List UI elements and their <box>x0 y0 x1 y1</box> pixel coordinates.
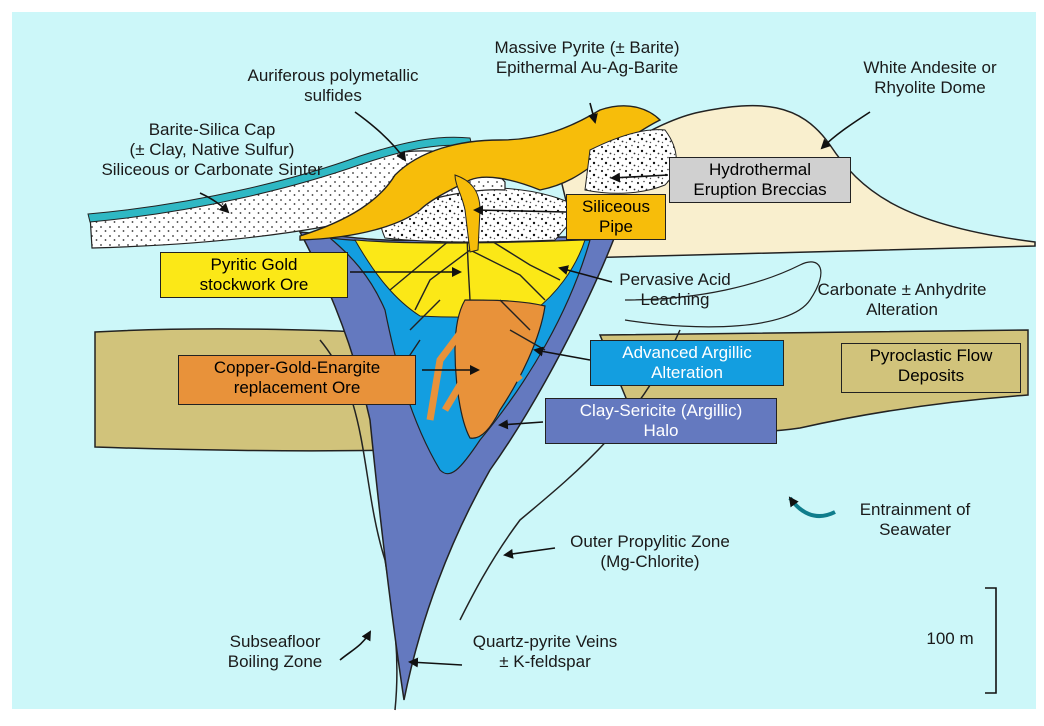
label-quartz-pyrite-veins: Quartz-pyrite Veins± K-feldspar <box>460 632 630 672</box>
label-outer-propylitic: Outer Propylitic Zone(Mg-Chlorite) <box>550 532 750 572</box>
label-massive-pyrite: Massive Pyrite (± Barite)Epithermal Au-A… <box>462 38 712 78</box>
label-barite-silica-cap: Barite-Silica Cap(± Clay, Native Sulfur)… <box>72 120 352 180</box>
label-scale-100m: 100 m <box>915 629 985 649</box>
box-clay-sericite-halo: Clay-Sericite (Argillic)Halo <box>545 398 777 444</box>
